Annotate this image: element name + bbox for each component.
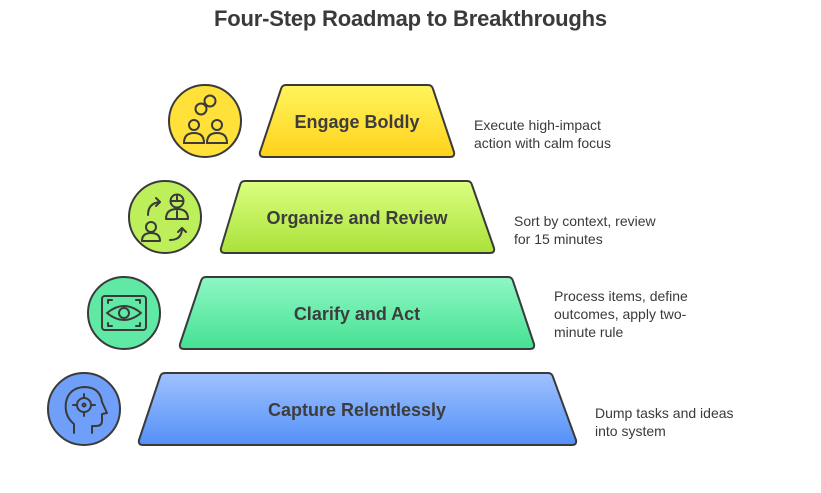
step-engage-boldly: Engage Boldly [168, 84, 456, 158]
step-icon-circle [87, 276, 161, 350]
step-bar [219, 180, 496, 254]
step-bar [258, 84, 456, 158]
step-organize-and-review: Organize and Review [128, 180, 496, 254]
step-clarify-and-act: Clarify and Act [87, 276, 536, 350]
step-description-clarify-and-act: Process items, define outcomes, apply tw… [554, 288, 688, 340]
step-capture-relentlessly: Capture Relentlessly [47, 372, 578, 446]
step-icon-circle [168, 84, 242, 158]
people-connection-icon [182, 94, 229, 144]
head-target-icon [64, 386, 108, 434]
step-bar [137, 372, 578, 446]
diagram-title: Four-Step Roadmap to Breakthroughs [214, 6, 607, 31]
person-exchange-icon [141, 193, 189, 242]
step-label: Organize and Review [266, 208, 448, 228]
step-description-capture-relentlessly: Dump tasks and ideas into system [595, 405, 734, 439]
step-label: Engage Boldly [294, 112, 419, 132]
step-description-engage-boldly: Execute high-impact action with calm foc… [474, 117, 611, 151]
step-label: Clarify and Act [294, 304, 420, 324]
step-label: Capture Relentlessly [268, 400, 446, 420]
step-icon-circle [47, 372, 121, 446]
eye-focus-icon [101, 295, 147, 331]
step-icon-circle [128, 180, 202, 254]
step-bar [178, 276, 536, 350]
step-description-organize-and-review: Sort by context, review for 15 minutes [514, 213, 656, 247]
